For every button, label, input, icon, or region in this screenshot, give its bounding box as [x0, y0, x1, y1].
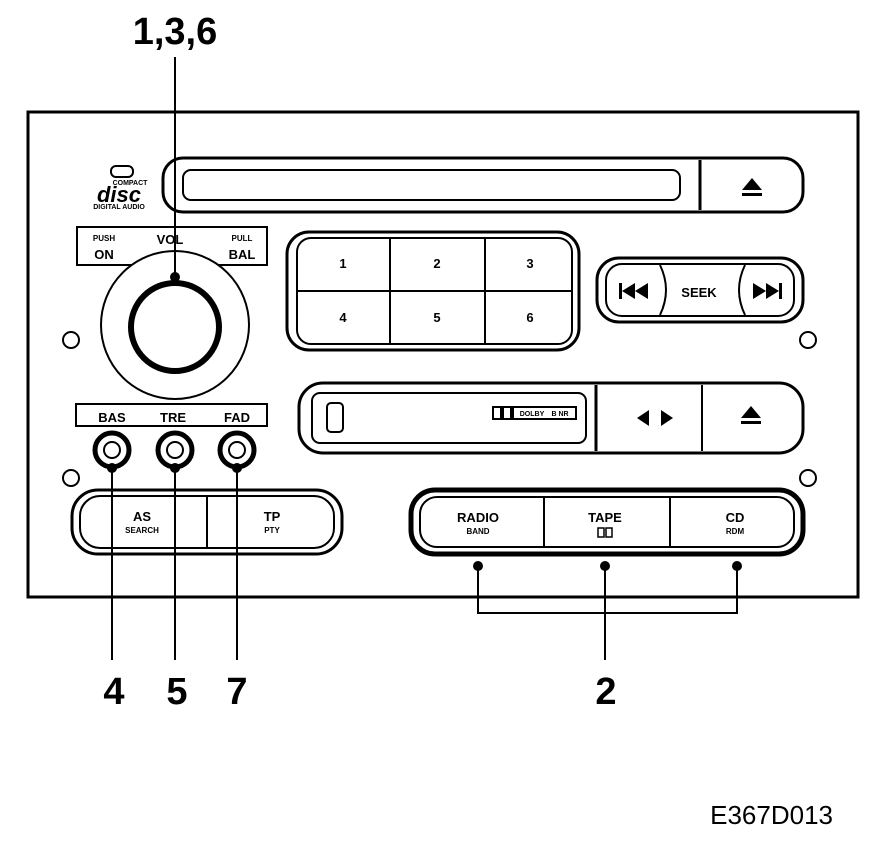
figure-reference: E367D013 — [710, 800, 833, 830]
bass-label: BAS — [98, 410, 126, 425]
radio-band-button[interactable]: RADIO BAND — [457, 510, 499, 536]
svg-text:ON: ON — [94, 247, 114, 262]
svg-text:SEARCH: SEARCH — [125, 526, 159, 535]
preset-button-4[interactable]: 4 — [339, 310, 347, 325]
seek-control — [595, 256, 805, 324]
preset-button-2[interactable]: 2 — [433, 256, 440, 271]
treble-knob[interactable] — [155, 430, 195, 470]
callout-treble: 5 — [166, 671, 187, 713]
svg-text:BAL: BAL — [229, 247, 256, 262]
svg-text:disc: disc — [97, 182, 141, 207]
svg-text:AS: AS — [133, 509, 151, 524]
callout-source-buttons: 2 — [595, 671, 616, 713]
preset-button-3[interactable]: 3 — [526, 256, 533, 271]
eject-icon — [741, 406, 761, 418]
volume-knob[interactable] — [100, 250, 250, 400]
tape-deck: DOLBY B NR — [297, 381, 805, 455]
fast-forward-icon — [753, 283, 782, 299]
svg-text:DIGITAL AUDIO: DIGITAL AUDIO — [93, 204, 145, 211]
treble-label: TRE — [160, 410, 186, 425]
seek-forward-button[interactable] — [753, 283, 782, 299]
seek-label: SEEK — [681, 285, 717, 300]
svg-text:PTY: PTY — [264, 526, 280, 535]
preset-button-5[interactable]: 5 — [433, 310, 440, 325]
svg-text:COMPACT: COMPACT — [113, 180, 149, 187]
tape-eject-button[interactable] — [741, 406, 761, 424]
fader-knob[interactable] — [217, 430, 257, 470]
tone-label-panel — [75, 403, 268, 427]
preset-button-6[interactable]: 6 — [526, 310, 533, 325]
rewind-icon — [619, 283, 648, 299]
svg-text:TAPE: TAPE — [588, 510, 622, 525]
volume-panel: PUSH ON VOL PULL BAL — [76, 226, 268, 266]
cd-slot — [161, 156, 805, 214]
svg-text:TP: TP — [264, 509, 281, 524]
as-tp-button-frame — [70, 488, 344, 556]
source-button-frame — [408, 487, 806, 557]
svg-text:RADIO: RADIO — [457, 510, 499, 525]
mounting-holes — [62, 331, 817, 487]
as-search-button[interactable]: AS SEARCH — [125, 509, 159, 535]
noise-reduction-label: B NR — [551, 411, 568, 418]
preset-button-1[interactable]: 1 — [339, 256, 346, 271]
tape-direction-button[interactable] — [637, 410, 673, 426]
callout-fader: 7 — [226, 671, 247, 713]
svg-text:CD: CD — [726, 510, 745, 525]
svg-text:VOL: VOL — [157, 232, 184, 247]
dolby-icon — [597, 527, 613, 538]
dolby-label: DOLBY — [520, 411, 545, 418]
seek-back-button[interactable] — [619, 283, 648, 299]
svg-text:PULL: PULL — [232, 234, 253, 243]
svg-text:RDM: RDM — [726, 527, 745, 536]
cd-rdm-button[interactable]: CD RDM — [726, 510, 745, 536]
bass-knob[interactable] — [92, 430, 132, 470]
tape-button[interactable]: TAPE — [588, 510, 622, 538]
compact-disc-logo: COMPACT disc DIGITAL AUDIO — [93, 165, 149, 211]
tp-pty-button[interactable]: TP PTY — [264, 509, 281, 535]
tape-direction-icon — [637, 410, 673, 426]
eject-icon — [742, 178, 762, 190]
callout-volume-knob: 1,3,6 — [133, 11, 218, 53]
preset-block — [285, 230, 581, 352]
radio-faceplate — [26, 110, 860, 599]
svg-text:PUSH: PUSH — [93, 234, 115, 243]
fader-label: FAD — [224, 410, 250, 425]
cd-eject-button[interactable] — [742, 178, 762, 196]
svg-text:BAND: BAND — [466, 527, 489, 536]
leader-lines — [107, 57, 742, 660]
callout-bass: 4 — [103, 671, 124, 713]
